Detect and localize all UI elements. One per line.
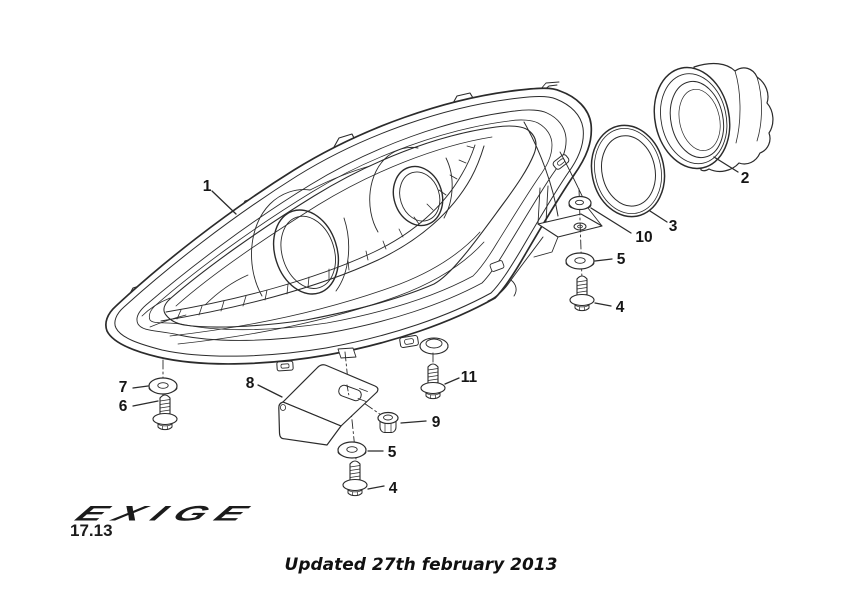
bottom-tab bbox=[337, 347, 357, 359]
grommet-drawing bbox=[568, 195, 592, 211]
callout-10: 10 bbox=[590, 207, 653, 246]
washer-lower-drawing bbox=[337, 441, 367, 459]
mounting-stud bbox=[419, 337, 449, 355]
callout-label: 4 bbox=[389, 480, 398, 497]
seal-ring-drawing bbox=[590, 124, 666, 218]
side-clip bbox=[552, 154, 570, 170]
leader-line bbox=[649, 210, 668, 223]
led-strip-segments bbox=[176, 145, 475, 320]
callout-label: 5 bbox=[617, 251, 626, 268]
leader-line bbox=[713, 156, 739, 173]
leader-line bbox=[594, 302, 612, 307]
callout-label: 7 bbox=[119, 379, 128, 396]
washer-front-drawing bbox=[148, 377, 178, 395]
bolt-rear-drawing bbox=[420, 363, 446, 400]
leader-line bbox=[590, 207, 632, 234]
page-number: 17.13 bbox=[70, 521, 113, 540]
callout-6: 6 bbox=[119, 398, 159, 415]
callout-7: 7 bbox=[119, 379, 149, 396]
washer-upper-drawing bbox=[565, 252, 595, 270]
bolt-upper-drawing bbox=[569, 275, 595, 312]
callout-5-bottom: 5 bbox=[367, 444, 397, 461]
mounting-bracket-drawing bbox=[278, 364, 379, 446]
callout-4-right: 4 bbox=[594, 299, 625, 316]
callout-label: 10 bbox=[635, 229, 652, 246]
callout-label: 6 bbox=[119, 398, 128, 415]
leader-line bbox=[132, 400, 159, 407]
leader-line bbox=[132, 385, 149, 389]
bottom-clip bbox=[399, 335, 419, 348]
bolt-front-drawing bbox=[152, 394, 178, 431]
callout-4-bottom: 4 bbox=[367, 480, 398, 497]
callout-5-right: 5 bbox=[594, 251, 626, 268]
leader-line bbox=[444, 377, 460, 385]
leader-line bbox=[367, 485, 385, 490]
nut-drawing bbox=[377, 411, 399, 433]
callout-8: 8 bbox=[246, 375, 283, 398]
bolt-lower-drawing bbox=[342, 460, 368, 497]
callout-label: 11 bbox=[461, 369, 478, 386]
projector-lamp-drawing bbox=[653, 62, 774, 173]
callout-label: 3 bbox=[669, 218, 678, 235]
footer-updated-note: Updated 27th february 2013 bbox=[284, 555, 558, 575]
callout-label: 2 bbox=[741, 170, 750, 187]
callouts: 1 2 3 10 5 4 7 bbox=[119, 156, 750, 497]
headlamp-assembly-drawing bbox=[105, 81, 603, 372]
callout-2: 2 bbox=[713, 156, 750, 187]
leader-line bbox=[594, 258, 613, 262]
callout-11: 11 bbox=[444, 369, 478, 386]
callout-label: 5 bbox=[388, 444, 397, 461]
callout-label: 9 bbox=[432, 414, 441, 431]
callout-label: 1 bbox=[203, 178, 212, 195]
bottom-clip bbox=[276, 360, 294, 372]
callout-label: 4 bbox=[616, 299, 625, 316]
callout-1: 1 bbox=[203, 178, 237, 215]
leader-line bbox=[400, 420, 427, 424]
callout-label: 8 bbox=[246, 375, 255, 392]
callout-3: 3 bbox=[649, 210, 678, 235]
leader-line bbox=[257, 384, 283, 398]
callout-9: 9 bbox=[400, 414, 441, 431]
leader-line bbox=[211, 190, 237, 215]
